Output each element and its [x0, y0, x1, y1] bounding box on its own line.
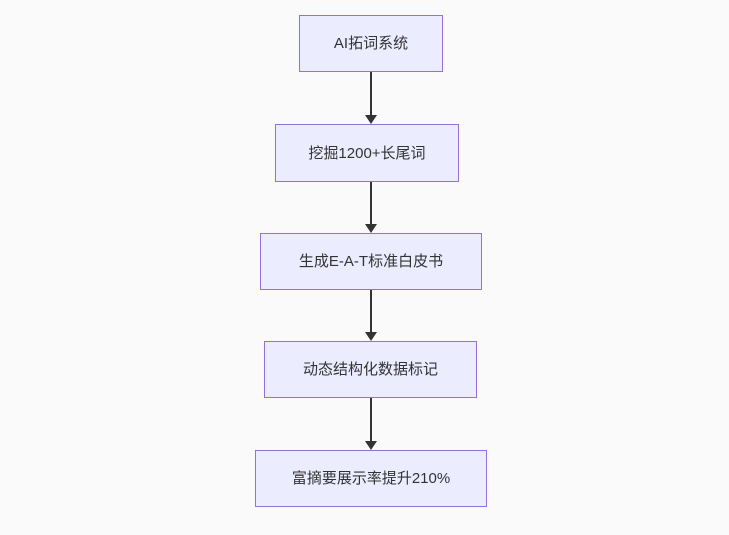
arrow-head-icon	[365, 115, 377, 124]
arrow-line	[370, 290, 372, 334]
flow-node-label: AI拓词系统	[333, 35, 409, 52]
flow-node-eat-whitepaper: 生成E-A-T标准白皮书	[260, 233, 482, 290]
flow-node-rich-snippet-result: 富摘要展示率提升210%	[255, 450, 487, 507]
flow-arrow	[365, 72, 377, 124]
flow-arrow	[365, 398, 377, 450]
arrow-head-icon	[365, 224, 377, 233]
flow-node-label: 富摘要展示率提升210%	[291, 470, 451, 487]
flow-node-label: 生成E-A-T标准白皮书	[298, 253, 444, 270]
flow-arrow	[365, 182, 377, 233]
flow-arrow	[365, 290, 377, 341]
arrow-head-icon	[365, 332, 377, 341]
flow-node-label: 挖掘1200+长尾词	[308, 144, 426, 162]
arrow-line	[370, 182, 372, 226]
flow-node-structured-data: 动态结构化数据标记	[264, 341, 477, 398]
flow-node-ai-system: AI拓词系统	[299, 15, 443, 72]
arrow-line	[370, 72, 372, 117]
arrow-head-icon	[365, 441, 377, 450]
arrow-line	[370, 398, 372, 443]
flow-node-label: 动态结构化数据标记	[302, 361, 438, 378]
flow-node-longtail-words: 挖掘1200+长尾词	[275, 124, 459, 182]
